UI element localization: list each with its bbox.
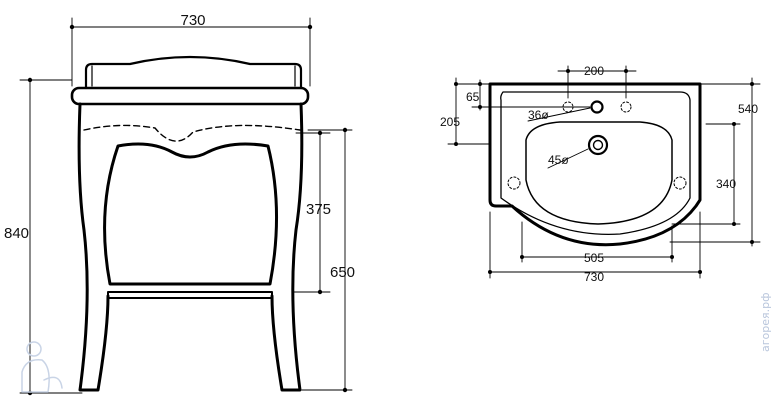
- drain-hole-inner: [592, 139, 604, 151]
- cabinet-right-leg: [270, 102, 304, 392]
- hidden-basin-outline: [83, 124, 301, 142]
- basin-inner-depth-label: 340: [716, 177, 736, 191]
- tap-hole: [590, 100, 604, 114]
- basin-inner-rim: [500, 91, 691, 236]
- cabinet-front-panel: [103, 142, 278, 286]
- front-leg-height-label: 650: [330, 264, 355, 281]
- basin-top-view: [488, 82, 702, 247]
- cabinet-left-leg: [77, 102, 110, 392]
- front-view-dimensions: [19, 17, 353, 394]
- tap-depth-label: 205: [440, 115, 460, 129]
- basin-top-rim: [84, 55, 303, 90]
- basin-width-label: 730: [584, 270, 604, 284]
- right-tap-hole: [620, 101, 632, 113]
- left-mount-hole: [507, 176, 521, 190]
- tap-spacing-label: 200: [584, 64, 604, 78]
- basin-depth-label: 540: [738, 102, 758, 116]
- cabinet-lower-shelf: [107, 291, 273, 299]
- front-width-label: 730: [180, 12, 205, 29]
- watermark-logo: [21, 341, 63, 393]
- top-view-dimensions: [447, 65, 761, 279]
- basin-bowl: [525, 121, 673, 225]
- right-mount-hole: [673, 176, 687, 190]
- drain-hole-outer: [587, 134, 609, 156]
- front-total-height-label: 840: [4, 225, 29, 242]
- watermark-text: агорея.рф: [759, 292, 772, 352]
- vanity-front-view: [70, 55, 310, 392]
- top-view-ticks: [454, 69, 754, 274]
- cabinet-width-label: 505: [584, 251, 604, 265]
- countertop: [70, 86, 310, 106]
- drain-hole-label: 45ø: [548, 153, 569, 167]
- front-cabinet-height-label: 375: [306, 201, 331, 218]
- tap-hole-label: 36ø: [528, 108, 549, 122]
- front-view-ticks: [27, 24, 348, 396]
- basin-outer-contour: [488, 82, 702, 247]
- tap-offset-label: 65: [466, 90, 480, 104]
